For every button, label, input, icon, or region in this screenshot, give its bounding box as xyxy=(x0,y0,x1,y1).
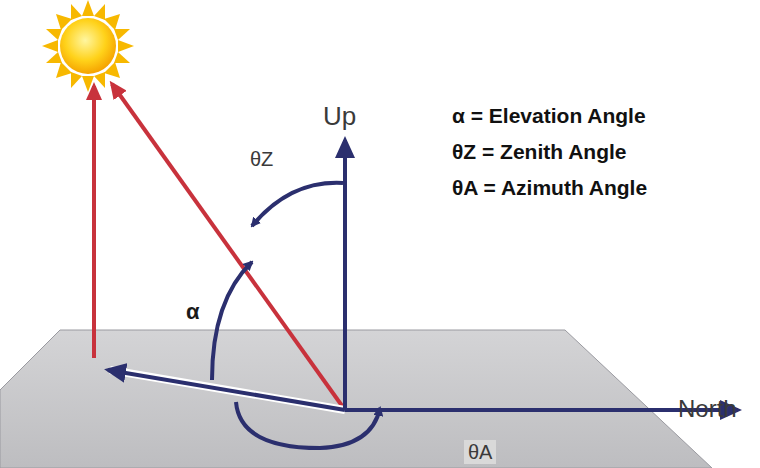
angle-symbol: α xyxy=(186,300,200,324)
sun-ray xyxy=(112,84,345,410)
legend-text: θA = Azimuth Angle xyxy=(452,176,647,199)
azimuth-arc xyxy=(236,402,380,448)
vertical-ray xyxy=(92,86,96,358)
legend-text: θZ = Zenith Angle xyxy=(452,140,627,163)
axis-label: North xyxy=(678,396,737,422)
projection-arrow xyxy=(108,370,345,410)
zenith-arc xyxy=(252,183,343,226)
legend-text: α = Elevation Angle xyxy=(452,104,646,127)
axis-label: Up xyxy=(323,102,356,131)
sun-icon xyxy=(42,0,134,92)
ground-plane xyxy=(0,330,712,468)
elevation-arc xyxy=(212,262,252,380)
angle-symbol: θA xyxy=(464,440,496,464)
up-axis xyxy=(343,140,347,410)
angle-symbol: θZ xyxy=(250,148,273,170)
